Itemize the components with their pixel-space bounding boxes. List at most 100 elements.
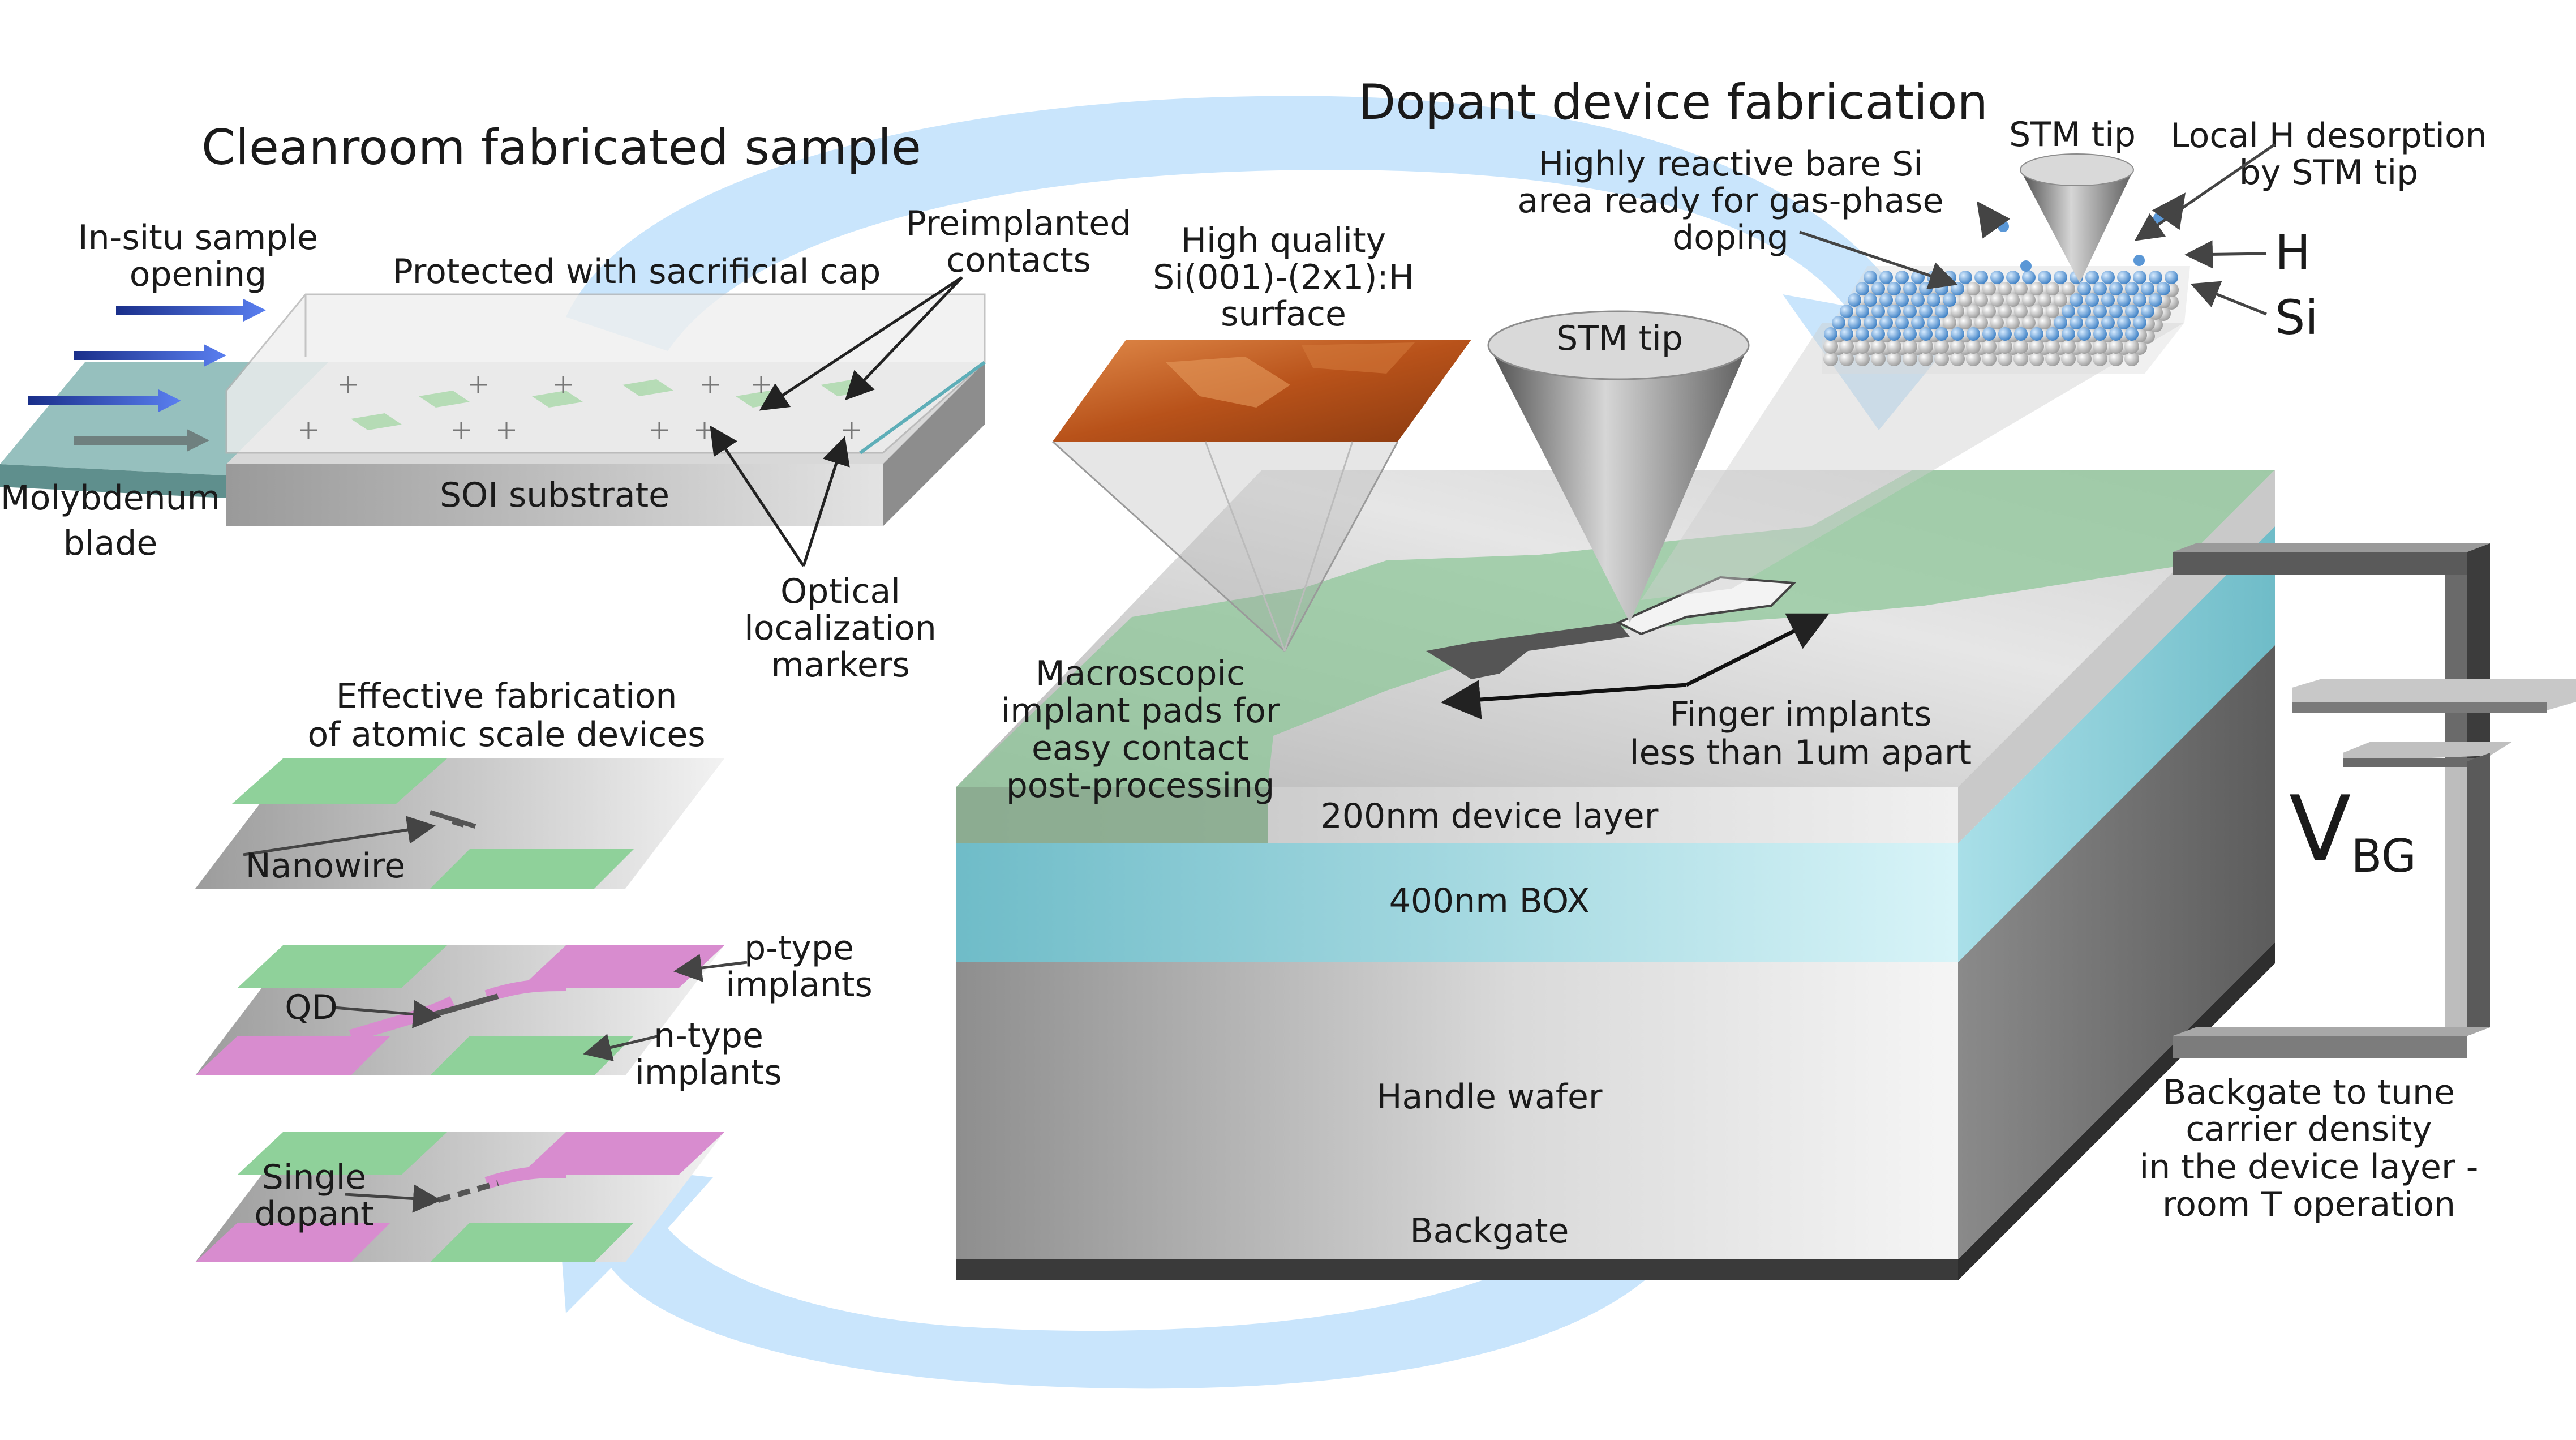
silicon-atom	[2109, 352, 2123, 366]
hydrogen-atom	[1824, 327, 1837, 341]
zoom-projection	[1641, 323, 2184, 600]
cycle-arrow-bottom	[555, 1160, 1686, 1389]
hydrogen-atom	[2117, 271, 2131, 284]
silicon-atom	[1871, 352, 1886, 366]
single-label-line1: Single	[262, 1158, 366, 1197]
hydrogen-atom	[2101, 316, 2115, 329]
cleanroom-sample	[0, 276, 986, 567]
layer-box-label: 400nm BOX	[1389, 881, 1590, 921]
silicon-atom	[1823, 339, 1838, 354]
hydrogen-atom	[2077, 327, 2091, 341]
hydrogen-atom	[2093, 305, 2107, 318]
bare-silicon-atom	[1951, 305, 1964, 318]
hydrogen-atom	[1943, 293, 1956, 307]
hydrogen-atom	[1887, 305, 1901, 318]
hydrogen-atom	[1951, 282, 1964, 295]
hydrogen-atom	[2133, 293, 2146, 307]
silicon-atom	[2093, 352, 2107, 366]
silicon-atom	[2013, 339, 2028, 354]
silicon-atom	[1998, 339, 2012, 354]
finger-arrow-right	[1685, 613, 1830, 687]
device-block	[956, 470, 2275, 1280]
qd-label: QD	[285, 988, 337, 1027]
hydrogen-atom	[1879, 293, 1893, 307]
backgate-front	[956, 1259, 1958, 1280]
hydrogen-atom	[1840, 327, 1853, 341]
hydrogen-atom	[2165, 271, 2178, 284]
hydrogen-atom	[1895, 271, 1909, 284]
single-label-line2: dopant	[254, 1194, 373, 1234]
silicon-atom	[2124, 339, 2139, 354]
hydrogen-atom	[2109, 327, 2123, 341]
soi-label: SOI substrate	[440, 475, 669, 515]
desorption-line2: by STM tip	[2239, 153, 2419, 192]
hydrogen-atom	[2077, 305, 2091, 318]
bare-silicon-atom	[1998, 282, 2012, 295]
bare-silicon-atom	[1959, 316, 1972, 329]
backgate-label-line3: in the device layer -	[2140, 1147, 2479, 1187]
bare-silicon-atom	[2062, 282, 2075, 295]
ntype-label-line1: n-type	[654, 1016, 763, 1056]
hydrogen-atom	[1871, 327, 1885, 341]
silicon-atom	[1934, 339, 1949, 354]
silicon-atom	[2093, 339, 2107, 354]
optical-label-line1: Optical	[780, 572, 900, 611]
molybdenum-label-line2: blade	[63, 524, 158, 563]
hydrogen-atom	[2109, 305, 2123, 318]
silicon-atom	[2061, 339, 2076, 354]
silicon-atom	[1998, 352, 2012, 366]
silicon-atom	[1903, 339, 1917, 354]
silicon-atom	[1966, 339, 1981, 354]
bare-silicon-atom	[1990, 293, 2004, 307]
hydrogen-atom	[2085, 293, 2099, 307]
bare-silicon-atom	[2014, 305, 2028, 318]
silicon-atom	[2029, 339, 2044, 354]
hydrogen-atom	[2062, 327, 2075, 341]
bare-silicon-atom	[1959, 293, 1972, 307]
cycle-arrow-top	[566, 96, 1981, 430]
bare-silicon-atom	[1943, 316, 1956, 329]
hydrogen-atom	[1887, 282, 1901, 295]
silicon-atom	[2045, 352, 2060, 366]
bare-silicon-atom	[2054, 293, 2067, 307]
hydrogen-atom	[2014, 327, 2028, 341]
hydrogen-atom	[2030, 327, 2043, 341]
hydrogen-atom	[2101, 293, 2115, 307]
bare-silicon-atom	[2006, 316, 2020, 329]
box-layer-front	[956, 843, 1958, 962]
silicon-atom	[1950, 339, 1965, 354]
hydrogen-atom	[1832, 316, 1845, 329]
bare-silicon-atom	[2046, 305, 2059, 318]
hydrogen-atom	[2141, 305, 2154, 318]
hq-surface-line2: Si(001)-(2x1):H	[1153, 258, 1414, 297]
hydrogen-atom	[2125, 282, 2139, 295]
dopant-title: Dopant device fabrication	[1358, 74, 1988, 131]
hydrogen-atom	[1935, 282, 1948, 295]
battery-plate-short	[2343, 742, 2513, 761]
reactive-line2: area ready for gas-phase	[1518, 181, 1944, 221]
stm-tip-small-label: STM tip	[2009, 115, 2136, 155]
hydrogen-atom	[1911, 293, 1925, 307]
hydrogen-atom	[2077, 282, 2091, 295]
hydrogen-atom	[1935, 305, 1948, 318]
molybdenum-label-line1: Molybdenum	[1, 478, 220, 518]
silicon-atom	[1918, 339, 1933, 354]
silicon-atom	[1982, 339, 1997, 354]
bare-silicon-atom	[1982, 305, 1996, 318]
hydrogen-atom	[1935, 327, 1948, 341]
hydrogen-atom	[1951, 327, 1964, 341]
reactive-line1: Highly reactive bare Si	[1538, 144, 1923, 184]
silicon-atom	[2061, 352, 2076, 366]
stm-tip-main-label: STM tip	[1556, 319, 1683, 358]
silicon-atom	[1982, 352, 1997, 366]
hydrogen-atom	[1848, 293, 1861, 307]
hydrogen-atom	[2093, 327, 2107, 341]
hydrogen-atom	[1903, 305, 1917, 318]
backgate-label-line1: Backgate to tune	[2163, 1073, 2455, 1112]
hydrogen-atom	[1864, 316, 1877, 329]
hydrogen-atom	[1919, 305, 1933, 318]
hydrogen-atom	[1864, 293, 1877, 307]
hydrogen-atom	[2109, 282, 2123, 295]
bare-silicon-atom	[1967, 305, 1980, 318]
